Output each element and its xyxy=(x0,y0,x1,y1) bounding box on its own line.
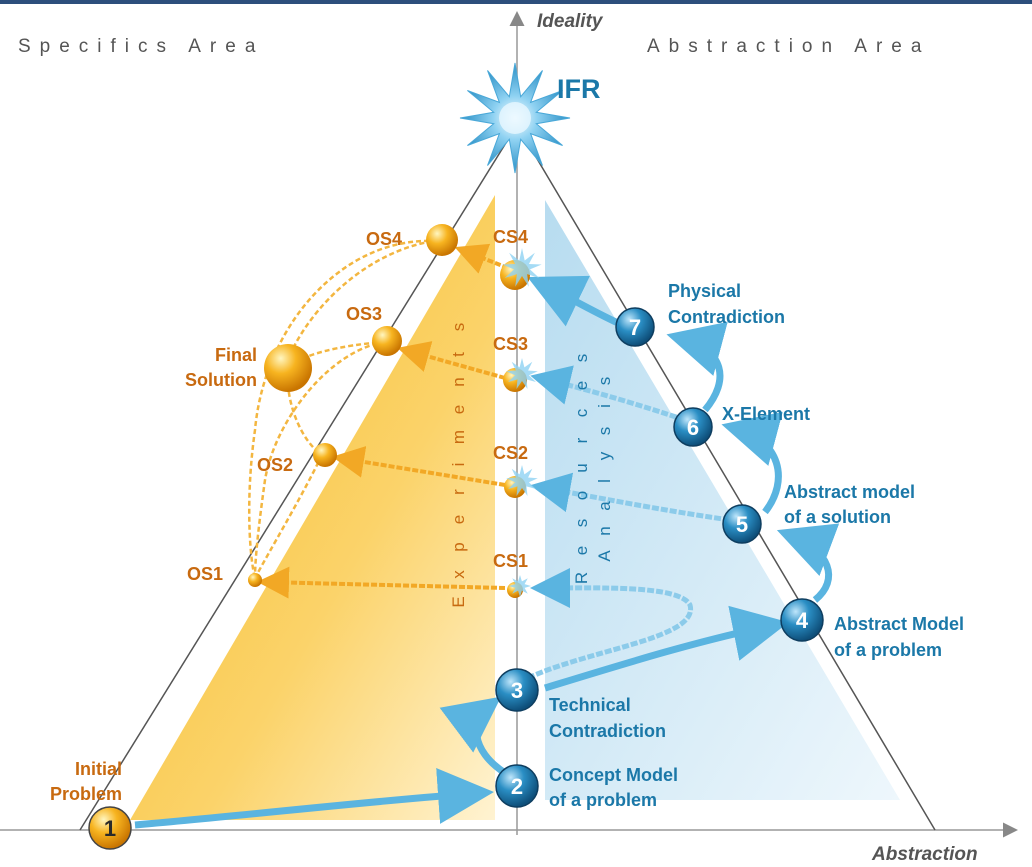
step-6-number: 6 xyxy=(687,415,699,440)
step-3-number: 3 xyxy=(511,678,523,703)
resources-letter: u xyxy=(572,463,591,472)
step-4-label-line1: Abstract Model xyxy=(834,614,964,634)
cs1-label: CS1 xyxy=(493,551,528,571)
step-4-label-line2: of a problem xyxy=(834,640,942,660)
abstraction-to-cs-arrows xyxy=(518,365,731,685)
step-1-number: 1 xyxy=(104,816,116,841)
experiments-letter: e xyxy=(449,515,468,524)
ideality-axis-label: Ideality xyxy=(537,11,604,32)
os1-label: OS1 xyxy=(187,564,223,584)
cs-markers xyxy=(500,248,542,598)
step-6-label: X-Element xyxy=(722,404,810,424)
experiments-letter: s xyxy=(449,323,468,332)
step-4-number: 4 xyxy=(796,608,809,633)
os2-label: OS2 xyxy=(257,455,293,475)
analysis-letter: n xyxy=(595,526,614,535)
step-5-label-line2: of a solution xyxy=(784,507,891,527)
step-3-label-line1: Technical xyxy=(549,695,631,715)
resources-letter: c xyxy=(572,408,591,417)
final-solution-line2: Solution xyxy=(185,370,257,390)
os4-ball xyxy=(426,224,458,256)
step-7-label-line1: Physical xyxy=(668,281,741,301)
step-6: 6 xyxy=(673,407,713,447)
step-1: 1 xyxy=(88,806,132,850)
cs2-label: CS2 xyxy=(493,443,528,463)
resources-wedge xyxy=(545,200,900,800)
step-7: 7 xyxy=(615,307,655,347)
step-5: 5 xyxy=(722,504,762,544)
experiments-vertical-label: Ex p e r i m e n t s xyxy=(449,323,468,608)
resources-letter: R xyxy=(572,572,591,584)
analysis-letter: i xyxy=(595,404,614,408)
resources-letter: r xyxy=(572,437,591,443)
experiments-letter: p xyxy=(449,542,468,551)
abstraction-axis-label: Abstraction xyxy=(871,844,978,865)
step-7-number: 7 xyxy=(629,315,641,340)
experiments-letter: x xyxy=(449,570,468,579)
final-solution-ball xyxy=(264,344,312,392)
experiments-letter: m xyxy=(449,430,468,444)
analysis-letter: l xyxy=(595,479,614,483)
step-3-label-line2: Contradiction xyxy=(549,721,666,741)
os2-ball xyxy=(313,443,337,467)
experiments-wedge xyxy=(130,195,495,820)
resources-letter: s xyxy=(572,519,591,528)
ifr-star-icon xyxy=(459,62,571,174)
experiments-letter: n xyxy=(449,377,468,386)
step-4: 4 xyxy=(780,598,824,642)
triangle-right-side xyxy=(516,124,936,831)
cs4-label: CS4 xyxy=(493,227,528,247)
analysis-letter: a xyxy=(595,501,614,511)
os3-ball xyxy=(372,326,402,356)
resources-vertical-label: Re s o u r c e s xyxy=(572,354,591,584)
experiments-letter: e xyxy=(449,405,468,414)
resources-letter: e xyxy=(572,546,591,555)
step-7-label-line2: Contradiction xyxy=(668,307,785,327)
experiments-letter: t xyxy=(449,352,468,357)
step-arrows xyxy=(134,275,840,829)
abstraction-area-header: Abstraction Area xyxy=(647,36,930,57)
analysis-letter: A xyxy=(595,550,614,562)
experiments-letter: E xyxy=(449,596,468,607)
step-2: 2 xyxy=(495,764,539,808)
ifr-label: IFR xyxy=(557,74,601,104)
resources-letter: o xyxy=(572,491,591,500)
analysis-vertical-label: An a l y s i s xyxy=(595,377,614,562)
step-2-label-line1: Concept Model xyxy=(549,765,678,785)
os3-label: OS3 xyxy=(346,304,382,324)
final-solution-line1: Final xyxy=(215,345,257,365)
experiments-letter: i xyxy=(449,463,468,467)
step-5-label-line1: Abstract model xyxy=(784,482,915,502)
step-2-number: 2 xyxy=(511,774,523,799)
resources-letter: s xyxy=(572,354,591,363)
cs-to-os-arrows xyxy=(257,243,509,599)
resources-letter: e xyxy=(572,381,591,390)
analysis-letter: s xyxy=(595,377,614,386)
step-5-number: 5 xyxy=(736,512,748,537)
specifics-area-header: Specifics Area xyxy=(18,36,264,57)
step-3: 3 xyxy=(495,668,539,712)
top-bar xyxy=(0,0,1032,4)
initial-problem-line2: Problem xyxy=(50,784,122,804)
experiments-letter: r xyxy=(449,489,468,495)
initial-problem-line1: Initial xyxy=(75,759,122,779)
cs3-label: CS3 xyxy=(493,334,528,354)
analysis-letter: y xyxy=(595,451,614,460)
os4-label: OS4 xyxy=(366,229,402,249)
analysis-letter: s xyxy=(595,427,614,436)
os1-ball xyxy=(248,573,262,587)
step-2-label-line2: of a problem xyxy=(549,790,657,810)
